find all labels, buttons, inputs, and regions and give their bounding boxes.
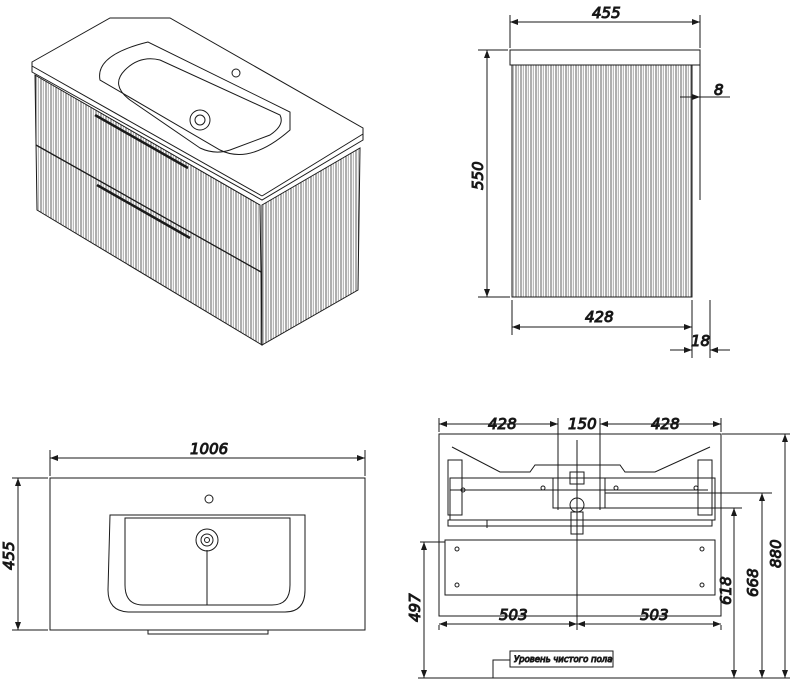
side-view bbox=[478, 15, 730, 358]
dim-497: 497 bbox=[406, 593, 424, 622]
dim-455-top: 455 bbox=[0, 541, 18, 570]
dim-503-right: 503 bbox=[640, 606, 669, 624]
dim-428-right: 428 bbox=[651, 415, 680, 433]
dim-880: 880 bbox=[767, 539, 785, 568]
dim-428-left: 428 bbox=[488, 415, 517, 433]
dim-668: 668 bbox=[744, 568, 762, 597]
dim-18: 18 bbox=[691, 332, 710, 350]
floor-level-label: Уровень чистого пола bbox=[514, 655, 612, 665]
isometric-view bbox=[31, 17, 364, 346]
top-view bbox=[12, 450, 366, 635]
dim-550: 550 bbox=[469, 161, 487, 190]
dim-455-side: 455 bbox=[592, 4, 621, 22]
dim-618: 618 bbox=[717, 576, 735, 605]
dim-8: 8 bbox=[714, 81, 724, 99]
dim-428-side: 428 bbox=[585, 308, 614, 326]
dim-503-left: 503 bbox=[499, 606, 528, 624]
floor-label-box bbox=[509, 650, 614, 668]
dim-1006: 1006 bbox=[190, 440, 228, 458]
dim-150: 150 bbox=[568, 415, 597, 433]
rear-view bbox=[418, 418, 790, 679]
